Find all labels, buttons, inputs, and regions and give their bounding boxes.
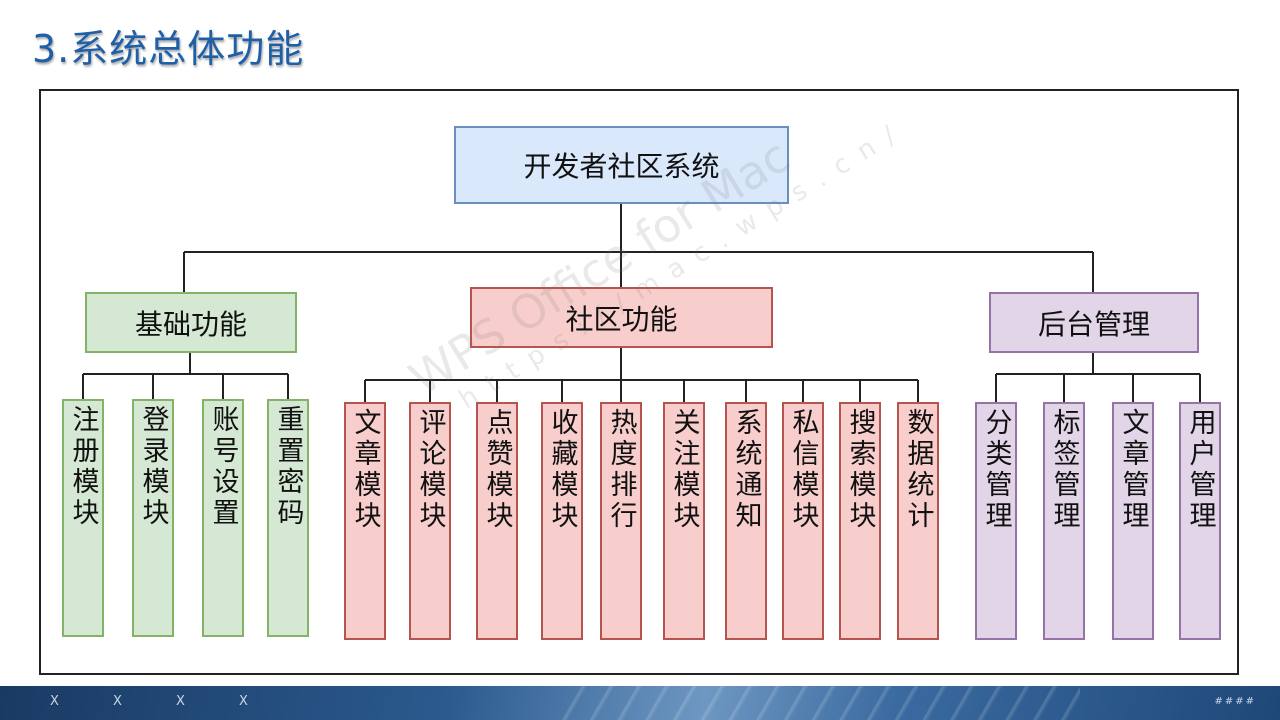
footer-page-number: #### [1214, 696, 1256, 707]
leaf-label: 搜索模块 [844, 408, 876, 532]
footer-mark: X [176, 694, 185, 709]
leaf-label: 账号设置 [207, 405, 239, 529]
leaf-label: 私信模块 [787, 408, 819, 532]
leaf-node: 私信模块 [782, 402, 824, 640]
root-node-label: 开发者社区系统 [523, 150, 720, 183]
leaf-label: 登录模块 [137, 405, 169, 529]
leaf-node: 系统通知 [725, 402, 767, 640]
leaf-label: 标签管理 [1048, 408, 1080, 532]
leaf-label: 分类管理 [980, 408, 1012, 532]
footer-mark: X [113, 694, 122, 709]
category-node-community: 社区功能 [470, 287, 773, 348]
leaf-label: 注册模块 [67, 405, 99, 529]
leaf-label: 文章模块 [349, 408, 381, 532]
leaf-node: 用户管理 [1179, 402, 1221, 640]
leaf-node: 分类管理 [975, 402, 1017, 640]
leaf-label: 数据统计 [902, 408, 934, 532]
leaf-label: 评论模块 [414, 408, 446, 532]
leaf-node: 热度排行 [600, 402, 642, 640]
category-label: 基础功能 [134, 307, 247, 341]
leaf-label: 用户管理 [1184, 408, 1216, 532]
leaf-label: 点赞模块 [481, 408, 513, 532]
leaf-label: 重置密码 [272, 405, 304, 529]
leaf-node: 收藏模块 [541, 402, 583, 640]
slide-title: 3.系统总体功能 [32, 27, 305, 71]
category-node-basic: 基础功能 [85, 292, 297, 353]
leaf-node: 搜索模块 [839, 402, 881, 640]
leaf-node: 文章管理 [1112, 402, 1154, 640]
category-node-admin: 后台管理 [989, 292, 1199, 353]
footer-mark: X [239, 694, 248, 709]
leaf-label: 关注模块 [668, 408, 700, 532]
leaf-label: 文章管理 [1117, 408, 1149, 532]
leaf-label: 收藏模块 [546, 408, 578, 532]
category-label: 社区功能 [565, 302, 678, 336]
leaf-node: 注册模块 [62, 399, 104, 637]
category-label: 后台管理 [1037, 307, 1150, 341]
leaf-node: 账号设置 [202, 399, 244, 637]
root-node: 开发者社区系统 [454, 126, 789, 204]
leaf-node: 登录模块 [132, 399, 174, 637]
leaf-node: 关注模块 [663, 402, 705, 640]
footer-stripes [560, 686, 1080, 720]
leaf-node: 数据统计 [897, 402, 939, 640]
leaf-node: 评论模块 [409, 402, 451, 640]
leaf-label: 系统通知 [730, 408, 762, 532]
leaf-node: 文章模块 [344, 402, 386, 640]
leaf-node: 重置密码 [267, 399, 309, 637]
leaf-label: 热度排行 [605, 408, 637, 532]
footer-mark: X [50, 694, 59, 709]
footer-bar: X X X X #### [0, 686, 1280, 720]
leaf-node: 标签管理 [1043, 402, 1085, 640]
leaf-node: 点赞模块 [476, 402, 518, 640]
